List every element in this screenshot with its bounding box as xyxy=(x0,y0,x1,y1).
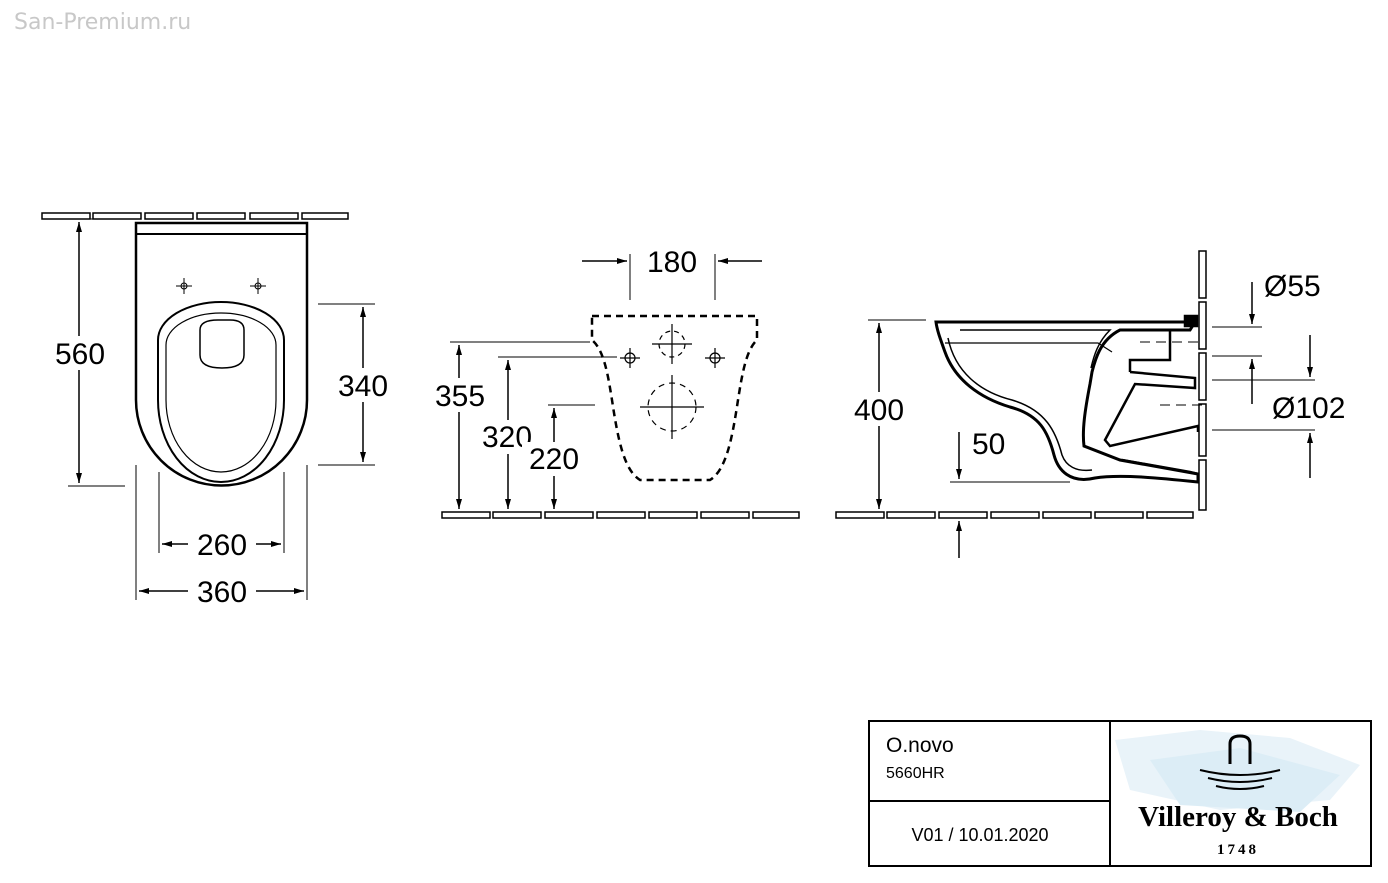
brand-name: Villeroy & Boch xyxy=(1138,801,1338,833)
seat-fixing-marks xyxy=(176,278,266,294)
dim-front-depth: 340 xyxy=(338,370,388,403)
inlet-circle xyxy=(652,324,692,364)
back-outline-dashed xyxy=(590,314,759,482)
dim-front-inner-width: 260 xyxy=(197,529,247,562)
dim-back-h1: 355 xyxy=(435,380,485,413)
outlet-circle xyxy=(640,375,704,439)
dim-side-height: 400 xyxy=(854,394,904,427)
product-name: O.novo xyxy=(886,734,954,757)
watermark: San-Premium.ru xyxy=(14,10,192,35)
fountain-icon xyxy=(1199,734,1281,790)
dim-front-width: 360 xyxy=(197,576,247,609)
front-view: 560 340 260 360 xyxy=(41,212,396,609)
brand-logo: Villeroy & Boch 1748 xyxy=(1115,730,1360,858)
dim-front-height: 560 xyxy=(55,338,105,371)
bowl-opening xyxy=(157,301,285,483)
dim-side-floor: 50 xyxy=(972,428,1005,461)
rim-slot xyxy=(199,319,245,369)
inlet-connection xyxy=(1103,314,1200,476)
product-code: 5660HR xyxy=(886,765,945,782)
floor-strip-side xyxy=(835,511,1194,519)
bowl-profile-inner xyxy=(947,329,1112,472)
wall-strip-side xyxy=(1198,250,1207,511)
version-date: V01 / 10.01.2020 xyxy=(911,825,1048,845)
brand-year: 1748 xyxy=(1217,842,1259,858)
dim-back-spacing: 180 xyxy=(647,246,697,279)
fixing-holes xyxy=(620,348,725,368)
bowl-outline-top xyxy=(134,221,309,487)
bowl-profile-outer xyxy=(934,320,1200,484)
dim-side-outlet-large: Ø102 xyxy=(1272,392,1345,425)
side-view: 400 50 Ø55 Ø102 xyxy=(835,250,1345,558)
floor-strip-back xyxy=(441,511,800,519)
title-block: O.novo 5660HR V01 / 10.01.2020 Villeroy … xyxy=(868,720,1372,867)
dim-back-h3: 220 xyxy=(529,443,579,476)
dim-side-outlet-small: Ø55 xyxy=(1264,270,1321,303)
wall-strip-front xyxy=(41,212,349,220)
back-view: 180 355 320 220 xyxy=(428,246,800,519)
